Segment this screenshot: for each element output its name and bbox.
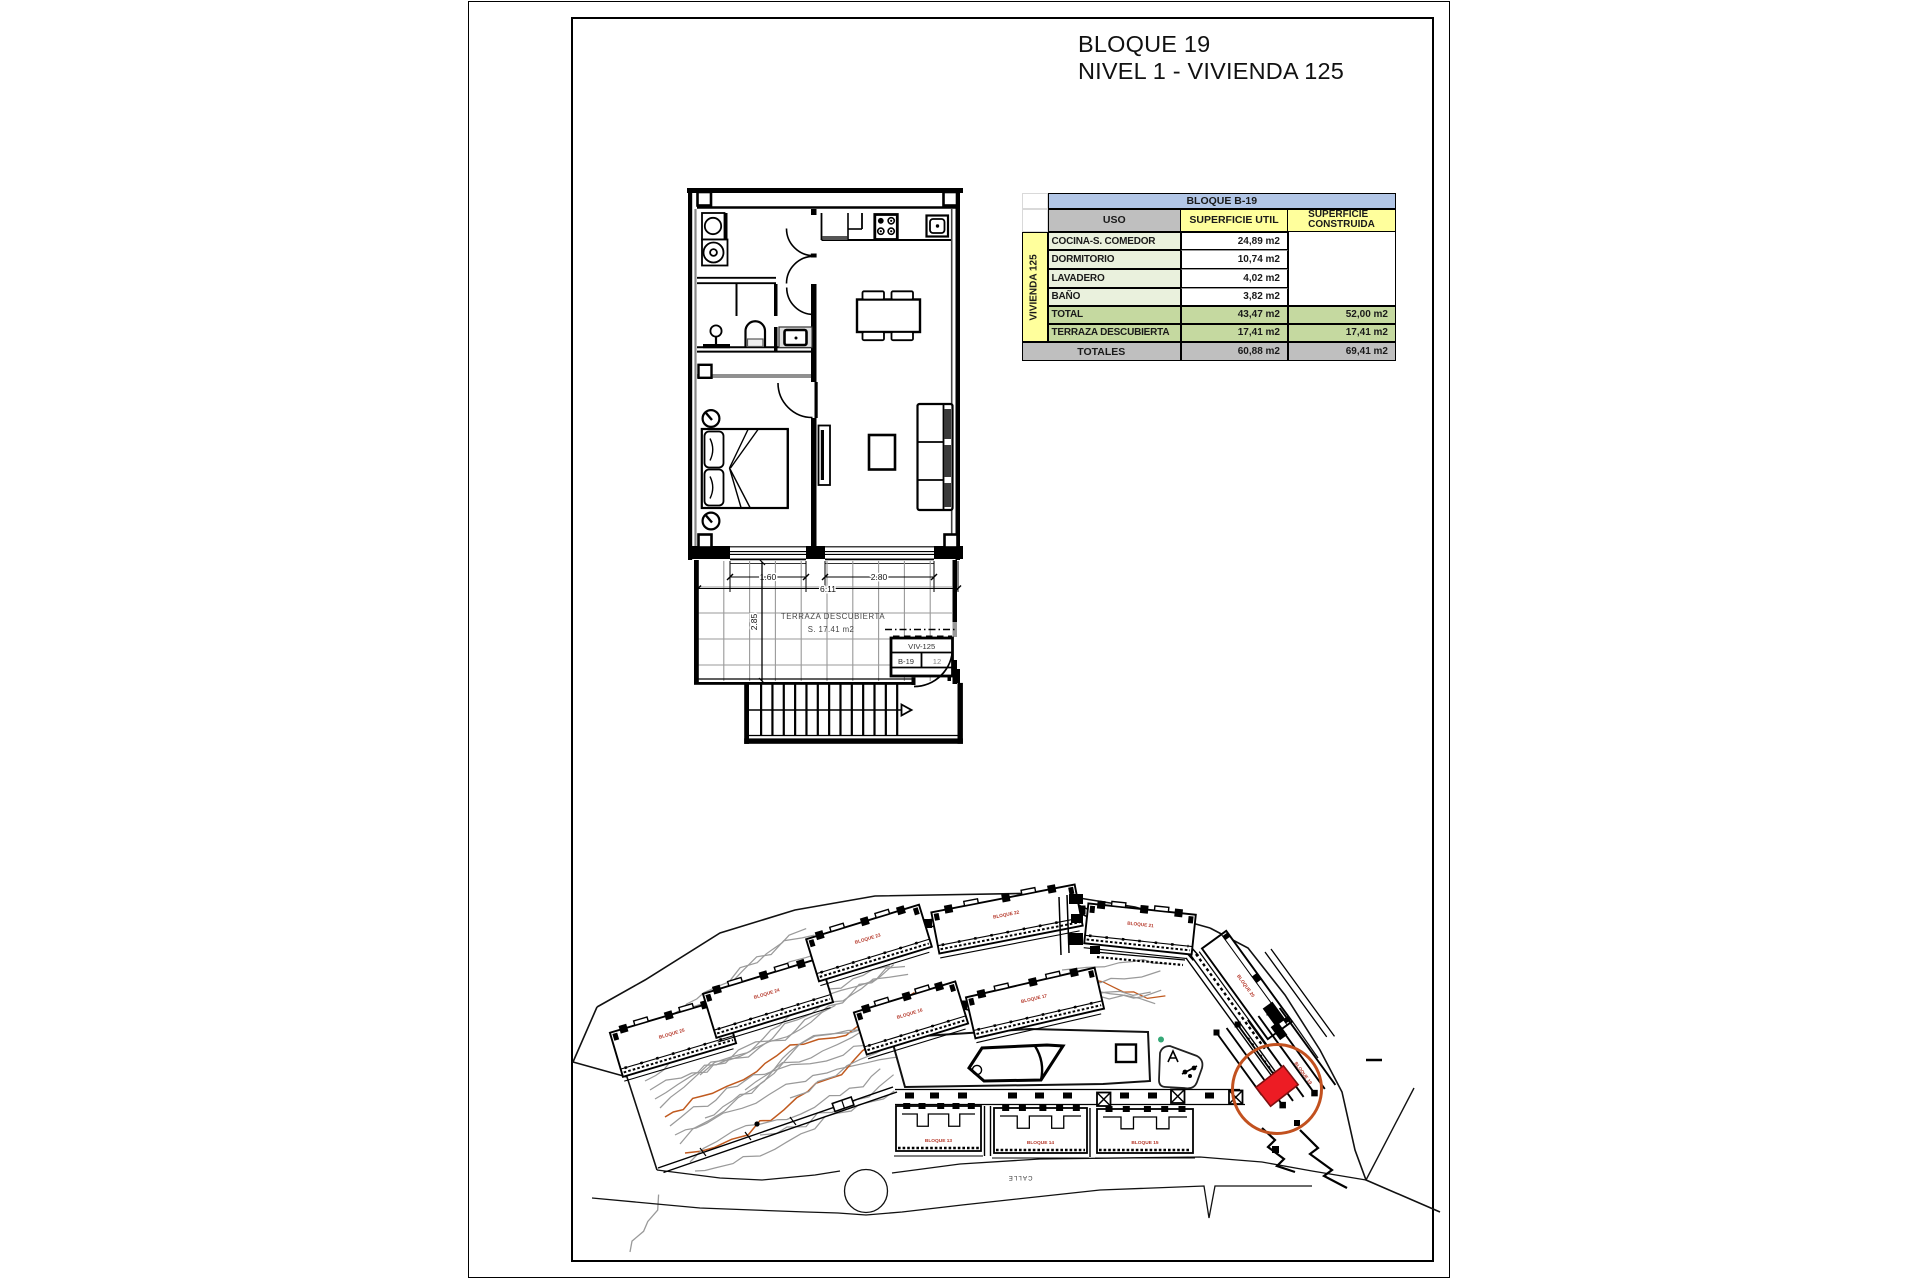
svg-text:S. 17.41 m2: S. 17.41 m2 (808, 625, 854, 634)
svg-text:2.85: 2.85 (749, 613, 759, 630)
svg-text:VIV-125: VIV-125 (908, 642, 935, 651)
svg-text:BLOQUE 13: BLOQUE 13 (925, 1138, 953, 1144)
svg-text:1.60: 1.60 (760, 572, 777, 582)
svg-text:2.80: 2.80 (871, 572, 888, 582)
svg-text:BLOQUE 14: BLOQUE 14 (1027, 1140, 1055, 1146)
svg-text:CALLE: CALLE (1007, 1174, 1032, 1180)
svg-text:TERRAZA DESCUBIERTA: TERRAZA DESCUBIERTA (781, 612, 885, 621)
svg-text:BLOQUE 17: BLOQUE 17 (1020, 993, 1047, 1004)
svg-text:B-19: B-19 (898, 657, 914, 666)
svg-text:BLOQUE 22: BLOQUE 22 (993, 910, 1020, 920)
svg-text:12: 12 (933, 657, 941, 666)
svg-text:BLOQUE 21: BLOQUE 21 (1127, 921, 1154, 929)
svg-text:6.11: 6.11 (820, 584, 836, 594)
svg-text:BLOQUE 15: BLOQUE 15 (1131, 1140, 1159, 1146)
